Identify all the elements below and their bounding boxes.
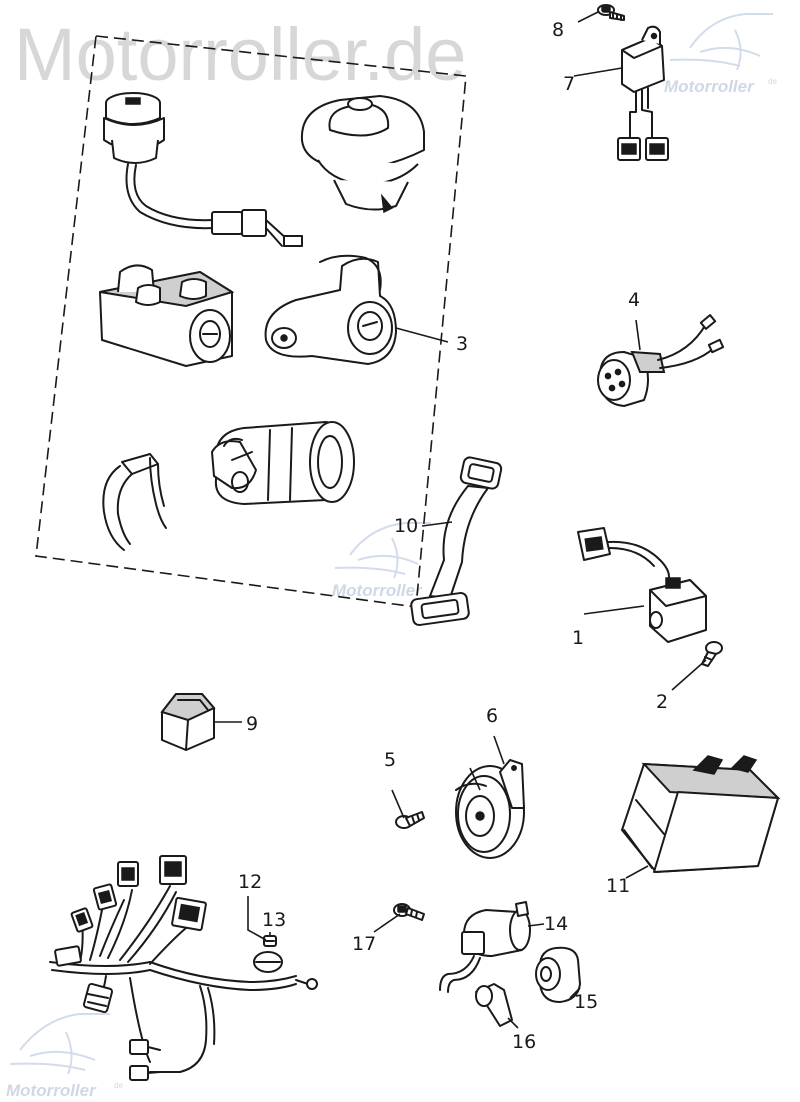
callout-16: 16 — [512, 1031, 536, 1053]
callout-10: 10 — [394, 515, 418, 537]
svg-text:Motorroller: Motorroller — [664, 77, 755, 96]
callout-17: 17 — [352, 933, 376, 955]
horn-screw — [395, 811, 425, 829]
coil-screw — [393, 903, 425, 921]
fuel-cap-lock — [300, 95, 425, 214]
battery-strap — [410, 456, 503, 626]
watermark-logo-middle: Motorroller de — [332, 522, 445, 600]
callout-13: 13 — [262, 909, 286, 931]
callout-14: 14 — [544, 913, 568, 935]
svg-text:Motorroller: Motorroller — [6, 1081, 97, 1100]
svg-text:de: de — [768, 77, 777, 86]
callout-4: 4 — [628, 289, 640, 311]
regulator-round-connector — [597, 314, 725, 407]
starter-relay — [160, 693, 216, 751]
rubber-cap — [535, 946, 581, 1003]
watermark-logo-bottom: Motorroller de — [6, 1013, 123, 1100]
watermark-logo-top: Motorroller de — [664, 13, 777, 96]
callout-15: 15 — [574, 991, 598, 1013]
spark-plug-cap — [475, 983, 513, 1027]
callout-6: 6 — [486, 705, 498, 727]
svg-text:de: de — [114, 1081, 123, 1090]
callout-labels: 1 2 3 4 5 6 7 8 9 10 11 12 13 14 15 16 1… — [238, 19, 668, 1053]
battery — [621, 755, 781, 873]
body-lock-cylinder — [264, 254, 397, 365]
leader-lines — [214, 11, 707, 1029]
callout-8: 8 — [552, 19, 564, 41]
lock-spring-clip — [102, 453, 167, 551]
callout-1: 1 — [572, 627, 584, 649]
harness-clamp — [263, 935, 277, 947]
cdi-mounting-screw — [701, 641, 723, 667]
cdi-unit — [577, 527, 707, 643]
watermark-text: Motorroller.de — [14, 13, 466, 96]
callout-12: 12 — [238, 871, 262, 893]
seat-lock-block — [99, 264, 235, 367]
callout-3: 3 — [456, 333, 468, 355]
callout-5: 5 — [384, 749, 396, 771]
relay-mounting-screw — [597, 4, 625, 21]
callout-7: 7 — [563, 73, 575, 95]
horn — [455, 759, 525, 859]
relay-flasher — [617, 25, 669, 161]
svg-text:Motorroller: Motorroller — [332, 581, 423, 600]
callout-2: 2 — [656, 691, 668, 713]
wiring-harness — [49, 855, 318, 1081]
ignition-coil — [439, 901, 531, 993]
ignition-switch — [103, 92, 303, 247]
steering-lock-cylinder — [211, 421, 355, 505]
callout-9: 9 — [246, 713, 258, 735]
callout-11: 11 — [606, 875, 630, 897]
